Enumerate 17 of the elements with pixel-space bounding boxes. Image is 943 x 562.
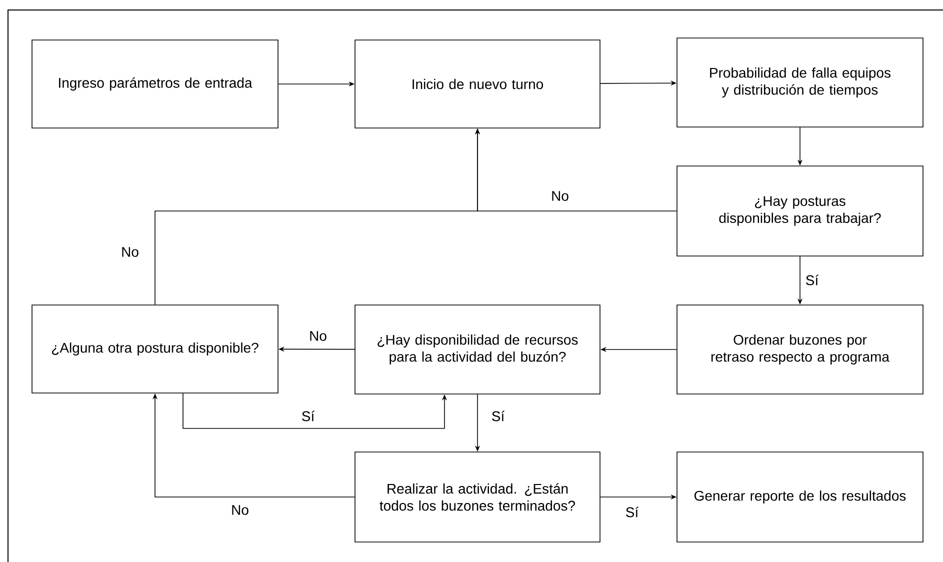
edge-label: Sí xyxy=(300,410,316,422)
edge-label: Sí xyxy=(624,506,640,518)
process-box: ¿Alguna otra postura disponible? xyxy=(32,304,278,394)
process-box: Probabilidad de falla equipos y distribución de tiempos xyxy=(676,38,924,128)
process-box: ¿Hay posturas disponibles para trabajar? xyxy=(676,166,924,256)
process-box: Ordenar buzones por retraso respecto a programa xyxy=(676,304,924,394)
process-box: Generar reporte de los resultados xyxy=(676,452,924,542)
process-box: Inicio de nuevo turno xyxy=(354,40,600,128)
edge-label: No xyxy=(230,504,250,516)
process-box: Realizar la actividad. ¿Están todos los buzones terminados? xyxy=(354,452,600,542)
edge-label: No xyxy=(550,190,570,202)
process-box: ¿Hay disponibilidad de recursos para la actividad del buzón? xyxy=(354,304,600,394)
edge-label: Sí xyxy=(804,274,820,286)
edge-label: Sí xyxy=(490,410,506,422)
edge-label: No xyxy=(308,330,328,342)
process-box: Ingreso parámetros de entrada xyxy=(32,40,278,128)
edge-label: No xyxy=(120,246,140,258)
